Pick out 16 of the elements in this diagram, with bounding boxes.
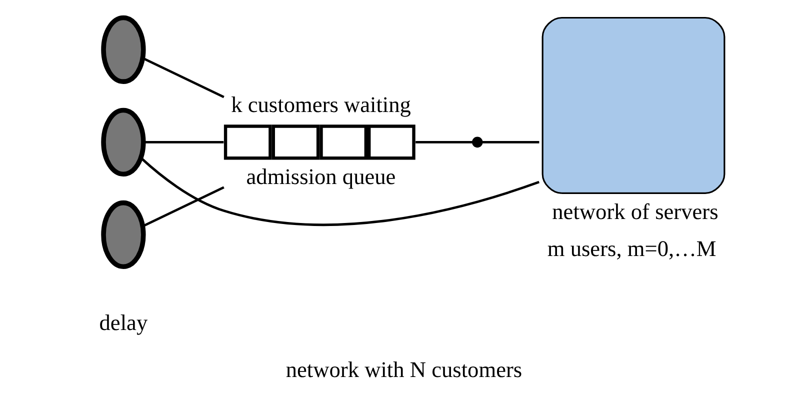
node-ellipse xyxy=(101,15,146,84)
connector xyxy=(140,156,540,226)
node-label: network of servers xyxy=(552,199,718,224)
connector xyxy=(416,140,472,144)
node-label: m users, m=0,…M xyxy=(547,236,716,261)
node-label: k customers waiting xyxy=(231,92,411,118)
connector xyxy=(482,140,540,144)
connector xyxy=(142,57,224,98)
connector xyxy=(142,186,224,228)
caption: network with N customers xyxy=(286,356,522,382)
node-ellipse xyxy=(101,200,146,269)
node-switch xyxy=(472,136,483,148)
label: delay xyxy=(99,310,148,335)
connector xyxy=(144,140,224,144)
node-ellipse xyxy=(101,108,146,176)
node-label: admission queue xyxy=(246,164,396,189)
